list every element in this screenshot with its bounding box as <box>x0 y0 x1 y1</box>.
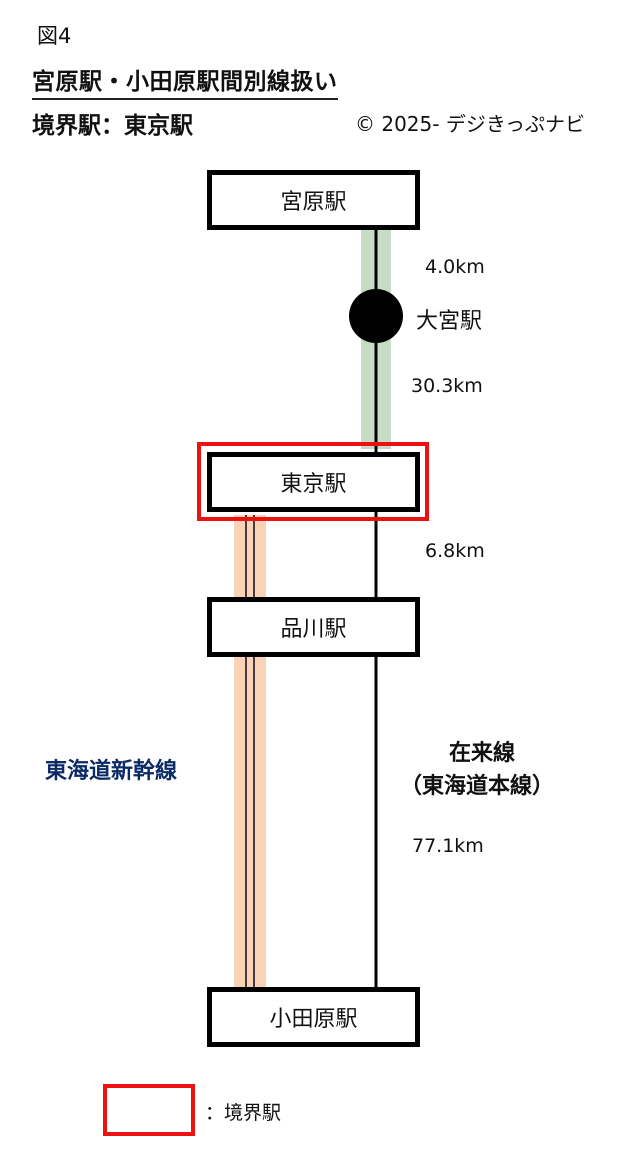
legend-boundary-label: ：境界駅 <box>205 1102 282 1124</box>
distance-omiya-tokyo: 30.3km <box>411 375 483 397</box>
copyright: © 2025- デジきっぷナビ <box>355 112 586 136</box>
station-omiya-label: 大宮駅 <box>416 309 483 334</box>
station-miyahara: 宮原駅 <box>207 170 420 230</box>
legend-boundary-swatch <box>103 1084 195 1136</box>
figure-label: 図4 <box>37 24 72 48</box>
shinkansen-band <box>234 515 266 987</box>
shinkansen-label: 東海道新幹線 <box>45 759 178 784</box>
boundary-highlight <box>197 442 429 521</box>
distance-miyahara-omiya: 4.0km <box>425 256 485 278</box>
conventional-line-sublabel: （東海道本線） <box>400 774 555 799</box>
conventional-line-label: 在来線 <box>449 741 516 766</box>
station-odawara: 小田原駅 <box>207 987 420 1047</box>
omiya-station-dot <box>349 289 403 343</box>
distance-tokyo-shinagawa: 6.8km <box>425 540 485 562</box>
diagram-title: 宮原駅・小田原駅間別線扱い <box>32 62 338 100</box>
distance-shinagawa-odawara: 77.1km <box>412 835 484 857</box>
station-tokyo: 東京駅 <box>207 452 420 512</box>
boundary-station-caption: 境界駅：東京駅 <box>32 113 193 139</box>
station-shinagawa: 品川駅 <box>207 597 420 657</box>
